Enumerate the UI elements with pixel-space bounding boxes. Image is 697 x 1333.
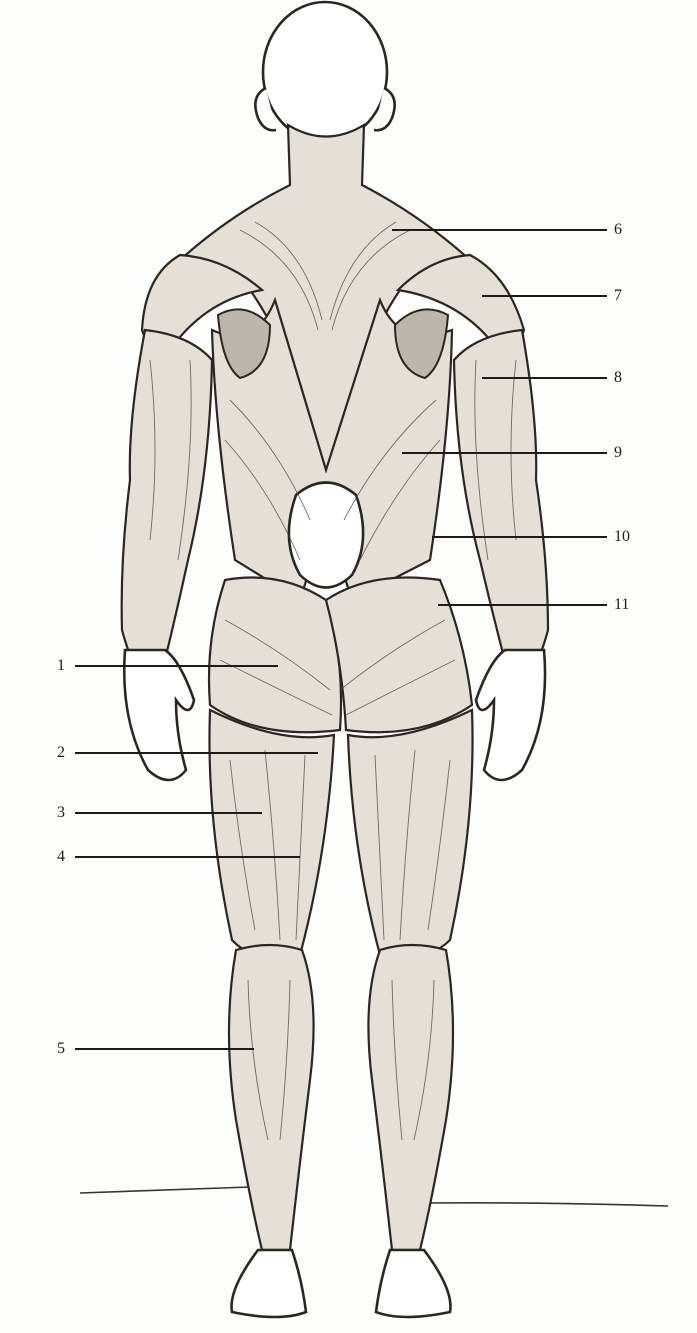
label-4: 4 [57, 849, 65, 865]
arm-left [122, 330, 212, 681]
label-11: 11 [614, 597, 629, 613]
head [255, 2, 394, 142]
foot-left [232, 1250, 306, 1317]
hand-right [476, 650, 545, 780]
label-5: 5 [57, 1041, 65, 1057]
label-10: 10 [614, 529, 630, 545]
thigh-right [348, 710, 473, 958]
gluteal-right [326, 578, 472, 733]
foot-right [376, 1250, 450, 1317]
label-7: 7 [614, 288, 622, 304]
ground-line-left [80, 1187, 250, 1193]
calf-left [229, 945, 314, 1250]
label-1: 1 [57, 658, 65, 674]
label-9: 9 [614, 445, 622, 461]
hand-left [124, 650, 194, 780]
label-2: 2 [57, 745, 65, 761]
label-3: 3 [57, 805, 65, 821]
thigh-left [209, 710, 334, 958]
calf-right [368, 945, 453, 1250]
ground-line-right [420, 1203, 668, 1206]
label-6: 6 [614, 222, 622, 238]
arm-right [454, 330, 548, 681]
gluteal-left [209, 578, 341, 733]
label-8: 8 [614, 370, 622, 386]
